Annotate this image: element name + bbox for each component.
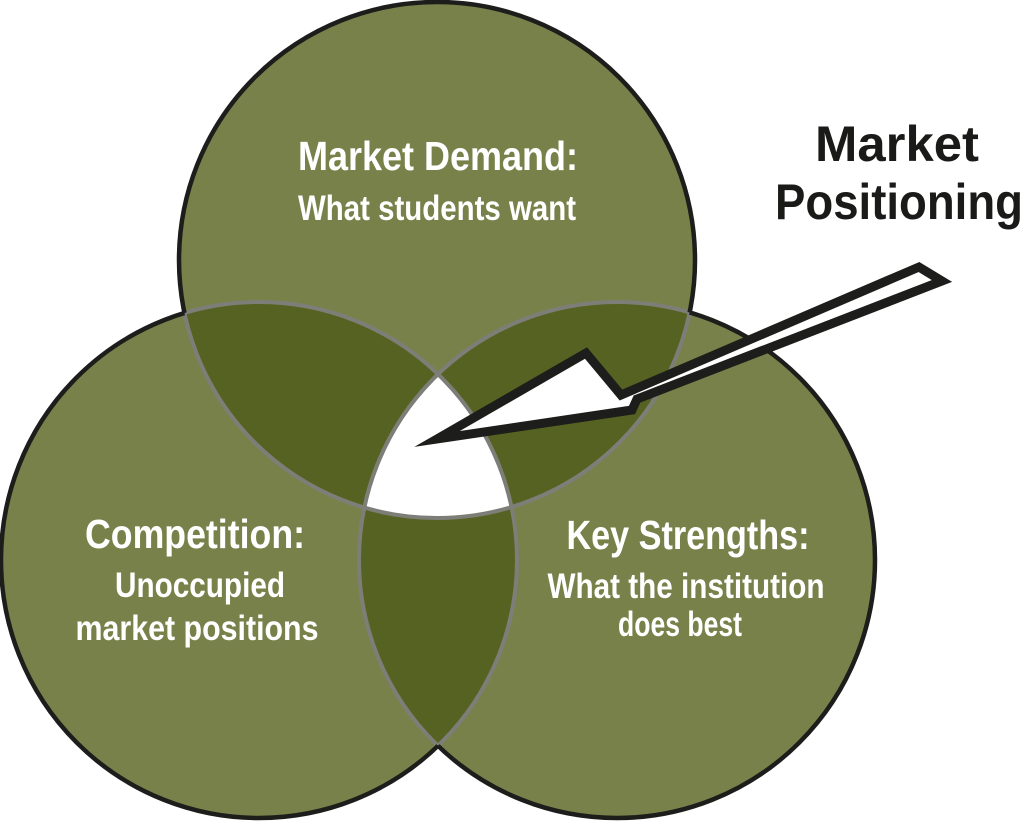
overlap-demand-competition	[179, 302, 517, 518]
competition-subtext-2: market positions	[76, 609, 319, 648]
key-strengths-subtext-1: What the institution	[548, 567, 825, 606]
outer-arc-market-demand	[176, 0, 698, 521]
outer-arc-competition	[0, 299, 520, 821]
title-line-1: Market	[815, 116, 979, 172]
label-market-demand: Market Demand: What students want	[298, 133, 578, 228]
key-strengths-subtext-2: does best	[618, 605, 742, 644]
market-positioning-arrow-icon	[414, 261, 953, 447]
competition-subtext-1: Unoccupied	[115, 566, 285, 605]
label-competition: Competition: Unoccupied market positions	[76, 511, 319, 648]
market-demand-heading: Market Demand:	[298, 133, 578, 179]
market-demand-subtext: What students want	[298, 189, 576, 228]
outer-arc-key-strengths	[356, 299, 878, 821]
competition-heading: Competition:	[85, 511, 305, 557]
title-line-2: Positioning	[775, 174, 1023, 230]
key-strengths-heading: Key Strengths:	[567, 512, 810, 558]
label-key-strengths: Key Strengths: What the institution does…	[548, 512, 825, 644]
title-market-positioning: Market Positioning	[775, 116, 1023, 230]
